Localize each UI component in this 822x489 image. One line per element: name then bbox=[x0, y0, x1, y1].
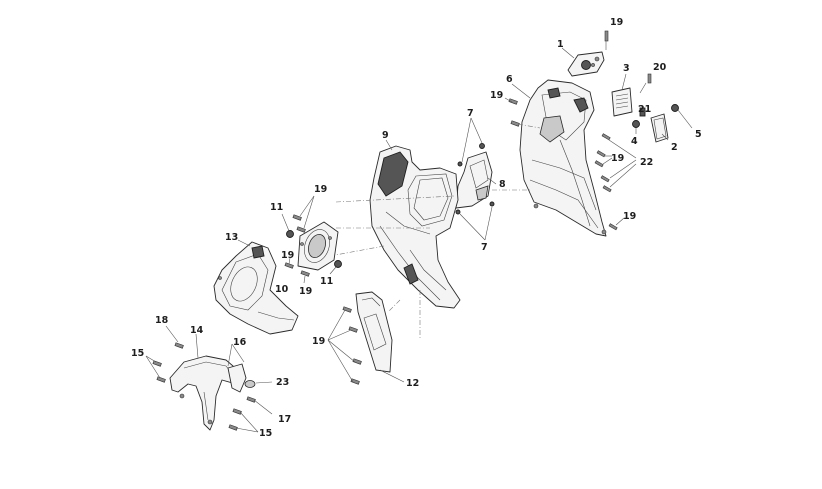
callout-14: 14 bbox=[190, 325, 204, 336]
callout-11-top: 11 bbox=[270, 202, 283, 213]
callout-5: 5 bbox=[695, 129, 702, 140]
callout-16: 16 bbox=[233, 337, 247, 348]
callout-20: 20 bbox=[653, 62, 667, 73]
callout-19-ring: 19 bbox=[314, 184, 327, 195]
callout-4: 4 bbox=[631, 136, 638, 147]
callout-19-right: 19 bbox=[611, 153, 624, 164]
callout-11-bottom: 11 bbox=[320, 276, 333, 287]
screws-19-panel bbox=[504, 97, 541, 129]
callout-19-top: 19 bbox=[610, 17, 623, 28]
callout-15-left: 15 bbox=[131, 348, 144, 359]
leaders-misc bbox=[195, 47, 669, 359]
part-21-clip bbox=[639, 107, 646, 117]
callout-7-bottom: 7 bbox=[481, 242, 488, 253]
callout-19-panel: 19 bbox=[490, 90, 503, 101]
callout-10: 10 bbox=[275, 284, 289, 295]
callout-8: 8 bbox=[499, 179, 506, 190]
callout-19-ring-left: 19 bbox=[281, 250, 294, 261]
callout-19-plate: 19 bbox=[312, 336, 325, 347]
screw-19-top bbox=[604, 30, 609, 50]
callout-6: 6 bbox=[506, 74, 513, 85]
callout-2: 2 bbox=[671, 142, 678, 153]
clips-7 bbox=[455, 117, 495, 241]
part-16-bracket bbox=[227, 343, 247, 393]
callout-labels: 1 2 3 4 5 6 7 7 8 9 10 11 11 12 13 14 15… bbox=[131, 17, 702, 439]
part-12-plate bbox=[355, 291, 405, 383]
part-3-bracket bbox=[611, 87, 633, 117]
part-8-bracket bbox=[455, 151, 493, 209]
part-10-ring bbox=[297, 221, 339, 271]
screws-22 bbox=[594, 133, 637, 231]
callout-23: 23 bbox=[276, 377, 289, 388]
callout-19-ring-bottom: 19 bbox=[299, 286, 312, 297]
callout-9: 9 bbox=[382, 130, 389, 141]
callout-21: 21 bbox=[638, 104, 651, 115]
part-5-rivet bbox=[671, 104, 693, 129]
callout-18: 18 bbox=[155, 315, 169, 326]
callout-17: 17 bbox=[278, 414, 291, 425]
screws-19-ring bbox=[284, 195, 315, 284]
callout-15-bottom: 15 bbox=[259, 428, 272, 439]
parts-11-nuts bbox=[281, 213, 342, 275]
part-6-inner-panel bbox=[519, 79, 607, 237]
callout-3: 3 bbox=[623, 63, 630, 74]
part-4-nut bbox=[632, 120, 640, 128]
callout-19-lower-right: 19 bbox=[623, 211, 636, 222]
callout-7-top: 7 bbox=[467, 108, 474, 119]
part-9-front-panel bbox=[369, 145, 461, 309]
assembly-lines bbox=[329, 189, 530, 340]
part-13-front-cover bbox=[213, 239, 299, 335]
part-23-clip bbox=[244, 380, 273, 388]
callout-1: 1 bbox=[557, 39, 564, 50]
callout-12: 12 bbox=[406, 378, 419, 389]
callout-22: 22 bbox=[640, 157, 653, 168]
screws-19-plate bbox=[327, 306, 362, 385]
part-14-mudguard bbox=[169, 355, 241, 431]
screw-20 bbox=[639, 73, 652, 94]
part-2-flap bbox=[650, 113, 669, 143]
screws-15-17-18 bbox=[145, 325, 273, 433]
callout-13: 13 bbox=[225, 232, 238, 243]
part-1-lock-cover bbox=[567, 51, 605, 77]
